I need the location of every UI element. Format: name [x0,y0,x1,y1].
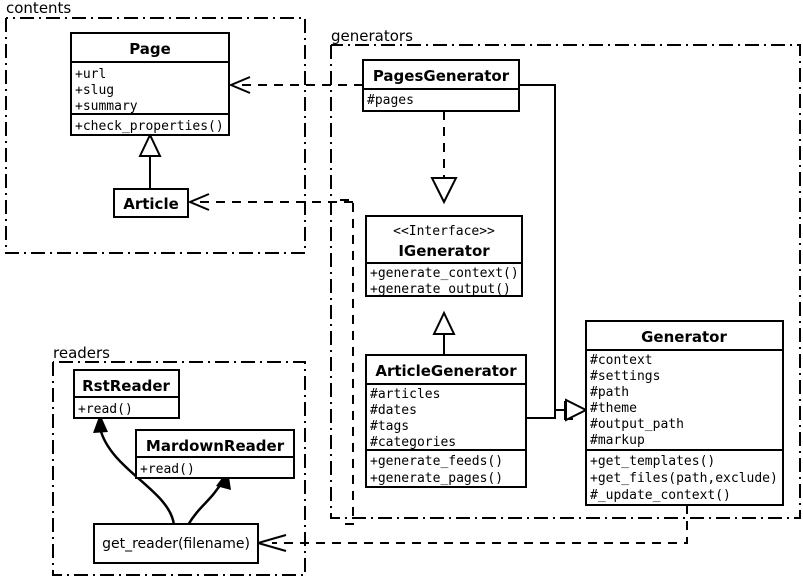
relation-igenerator-to-article [187,193,353,211]
class-name-mardownreader: MardownReader [146,437,285,455]
class-method-articlegenerator-generate-pages: +generate_pages() [370,471,503,486]
relation-generator-to-getreader [254,505,688,552]
class-box-mardownreader[interactable]: MardownReader +read() [135,429,295,479]
class-attr-articlegenerator-articles: #articles [370,387,440,402]
class-attr-articlegenerator-categories: #categories [370,435,456,450]
class-method-generator-get-templates: +get_templates() [590,454,715,469]
package-label-contents: contents [6,0,71,17]
class-method-generator-get-files: +get_files(path,exclude) [590,471,778,486]
package-generators-border [330,44,801,519]
class-method-articlegenerator-generate-feeds: +generate_feeds() [370,454,503,469]
class-box-articlegenerator[interactable]: ArticleGenerator #articles #dates #tags … [365,354,527,488]
class-method-mardownreader-read: +read() [140,462,195,477]
class-stereotype-igenerator: <<Interface>> [393,224,495,239]
package-label-generators: generators [331,27,413,45]
class-attr-pagesgenerator-pages: #pages [367,93,414,108]
class-attr-articlegenerator-dates: #dates [370,403,417,418]
class-attr-page-slug: +slug [75,83,114,98]
class-attr-generator-path: #path [590,385,629,400]
class-attr-generator-markup: #markup [590,433,645,448]
class-method-igenerator-generate-output: +generate_output() [370,282,511,297]
relation-articlegenerator-to-igenerator [432,310,456,355]
class-box-pagesgenerator[interactable]: PagesGenerator #pages [362,59,520,112]
class-method-generator-update-context: #_update_context() [590,488,731,503]
class-attr-generator-theme: #theme [590,401,637,416]
relation-articlegenerator-to-generator [526,398,589,422]
relation-pagesgenerator-to-page [228,76,363,94]
class-method-rstreader-read: +read() [78,402,133,417]
generators-inner-dashed-region [340,199,354,525]
package-label-readers: readers [53,344,110,362]
class-attr-page-url: +url [75,67,106,82]
class-box-rstreader[interactable]: RstReader +read() [73,369,180,419]
class-box-article[interactable]: Article [113,188,189,218]
relation-getreader-to-rstreader [93,414,176,526]
function-box-get-reader[interactable]: get_reader(filename) [93,523,259,564]
class-name-igenerator: IGenerator [398,242,490,260]
class-box-page[interactable]: Page +url +slug +summary +check_properti… [70,32,230,136]
class-name-page: Page [129,40,171,58]
class-attr-generator-output-path: #output_path [590,417,684,432]
class-box-igenerator[interactable]: <<Interface>> IGenerator +generate_conte… [365,215,523,297]
package-contents-border [5,17,306,254]
package-readers-border [52,361,306,576]
class-method-page-check-properties: +check_properties() [75,119,224,134]
relation-article-to-page [138,132,162,189]
class-attr-generator-context: #context [590,353,653,368]
class-name-generator: Generator [641,328,727,346]
class-name-pagesgenerator: PagesGenerator [373,67,510,85]
class-attr-page-summary: +summary [75,99,138,114]
function-label-get-reader: get_reader(filename) [102,536,250,552]
class-attr-articlegenerator-tags: #tags [370,419,409,434]
relation-pagesgenerator-to-igenerator [430,111,458,205]
class-box-generator[interactable]: Generator #context #settings #path #them… [585,320,784,506]
class-attr-generator-settings: #settings [590,369,660,384]
class-name-article: Article [123,195,179,213]
relation-pagesgenerator-to-generator [519,84,565,411]
class-method-igenerator-generate-context: +generate_context() [370,266,519,281]
class-name-articlegenerator: ArticleGenerator [375,362,517,380]
class-name-rstreader: RstReader [82,377,170,395]
